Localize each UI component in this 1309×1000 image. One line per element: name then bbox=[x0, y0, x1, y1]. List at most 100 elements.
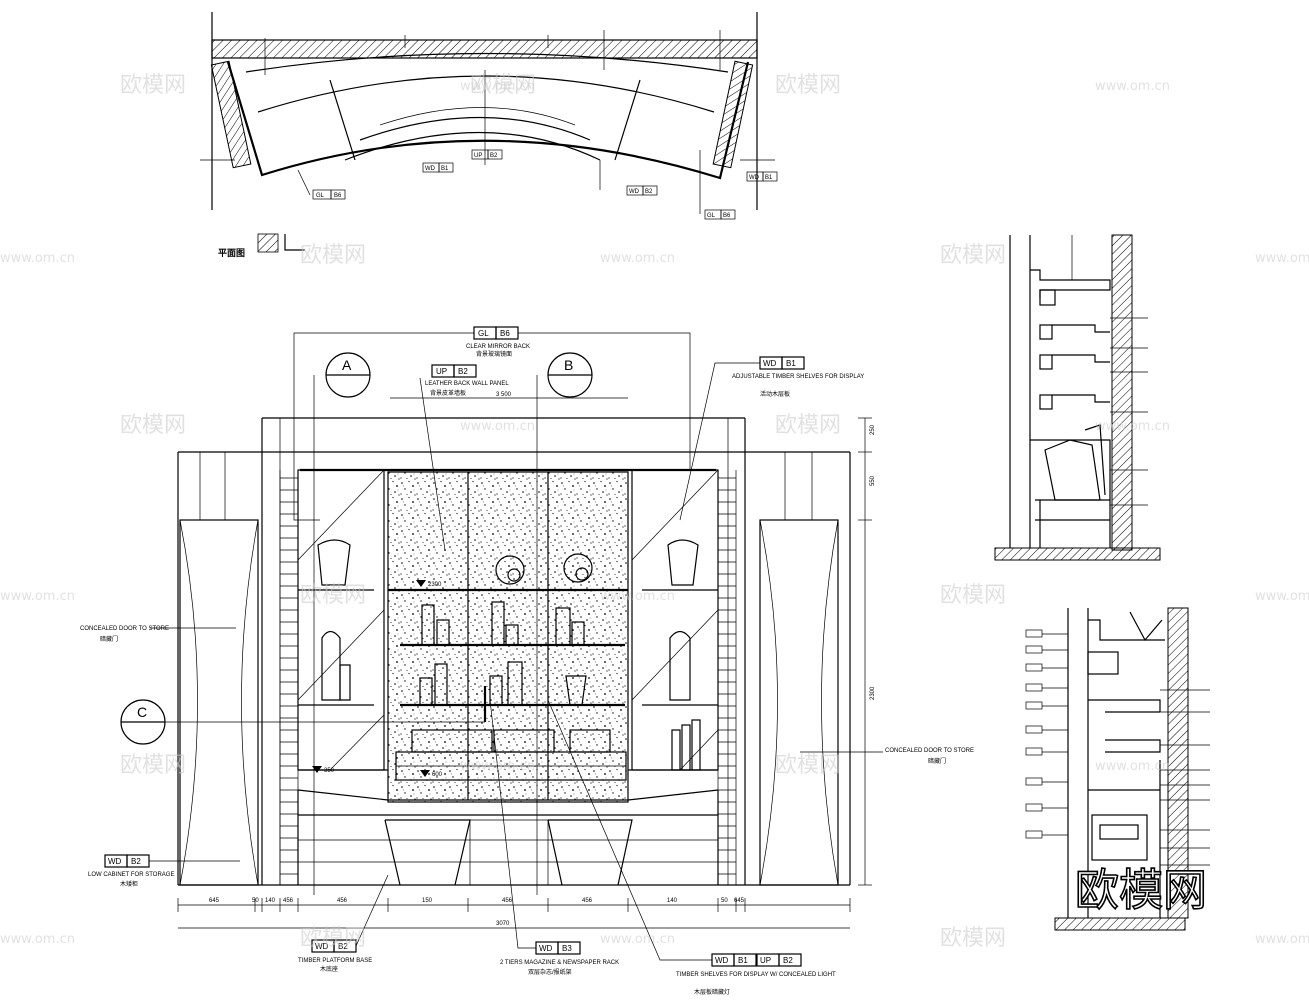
callout-code: WD bbox=[539, 944, 553, 953]
callout-note-cn: 背景玻璃镜面 bbox=[476, 350, 512, 358]
watermark-url: www.om.cn bbox=[600, 251, 675, 266]
callout-note-cn: 活动木层板 bbox=[760, 390, 790, 398]
plan-tag-num: B6 bbox=[334, 193, 342, 199]
plan-tag-num: B1 bbox=[765, 175, 773, 181]
dim-bottom-label: 456 bbox=[337, 898, 348, 904]
watermark-logo: 欧模网 bbox=[300, 243, 366, 268]
watermark-url: www.om.cn bbox=[1095, 759, 1170, 774]
watermark-logo: 欧模网 bbox=[775, 73, 841, 98]
watermark-url: www.om.cn bbox=[0, 251, 75, 266]
door-left-text: CONCEALED DOOR TO STORE bbox=[80, 626, 169, 632]
dimension-right: 250 550 2300 bbox=[858, 417, 876, 886]
watermark-logo: 欧模网 bbox=[940, 926, 1006, 951]
section-detail-2 bbox=[1025, 607, 1210, 931]
callout-note: 2 TIERS MAGAZINE & NEWSPAPER RACK bbox=[500, 960, 619, 966]
watermark-logo: 欧模网 bbox=[300, 926, 366, 951]
dim-bottom-label: 456 bbox=[502, 898, 513, 904]
plan-tag-num: B1 bbox=[441, 166, 449, 172]
callout-code: UP bbox=[760, 956, 771, 965]
watermark-logo: 欧模网 bbox=[470, 73, 536, 98]
watermark-url: www.om.cn bbox=[1255, 589, 1309, 604]
plan-tag-wd-right: WD B1 bbox=[746, 171, 778, 182]
callout-num: B1 bbox=[786, 359, 796, 368]
dim-bottom-label: 645 bbox=[209, 898, 220, 904]
watermark-logo: 欧模网 bbox=[120, 753, 186, 778]
watermark-url: www.om.cn bbox=[1255, 932, 1309, 947]
callout-note-cn: 木矮柜 bbox=[120, 880, 138, 888]
door-right-text: CONCEALED DOOR TO STORE bbox=[885, 748, 974, 754]
callout-note-cn: 背景皮革墙板 bbox=[430, 389, 466, 397]
watermark-url: www.om.cn bbox=[1255, 251, 1309, 266]
label-concealed-door-left: CONCEALED DOOR TO STORE 暗藏门 bbox=[80, 626, 236, 643]
plan-tag-num: B6 bbox=[723, 213, 731, 219]
dim-bottom-label: 140 bbox=[667, 898, 678, 904]
door-left-cn: 暗藏门 bbox=[100, 635, 118, 643]
plan-view: GL B6 UP B2 WD B1 WD B2 WD B1 GL B6 bbox=[200, 12, 778, 258]
callout-code: UP bbox=[436, 367, 447, 376]
plan-tag-code: GL bbox=[707, 213, 716, 219]
plan-tag-up: UP B2 bbox=[471, 149, 503, 160]
plan-tag-code: GL bbox=[316, 193, 325, 199]
bubble-letter: B bbox=[564, 357, 573, 373]
watermark-url: www.om.cn bbox=[0, 932, 75, 947]
callout-num: B6 bbox=[500, 329, 510, 338]
watermark-url: www.om.cn bbox=[0, 589, 75, 604]
plan-tag-gl-left: GL B6 bbox=[312, 189, 346, 200]
callout-note: LOW CABINET FOR STORAGE bbox=[88, 872, 174, 878]
watermark-url: www.om.cn bbox=[460, 419, 535, 434]
dim-right-label: 2300 bbox=[870, 686, 876, 700]
callout-note: TIMBER PLATFORM BASE bbox=[298, 958, 372, 964]
callout-note: LEATHER BACK WALL PANEL bbox=[425, 381, 509, 387]
callout-note: TIMBER SHELVES FOR DISPLAY W/ CONCEALED … bbox=[676, 972, 836, 978]
callout-num: B1 bbox=[738, 956, 748, 965]
watermark-url: www.om.cn bbox=[1095, 419, 1170, 434]
callout-up-b2: UP B2 LEATHER BACK WALL PANEL 背景皮革墙板 bbox=[419, 364, 509, 551]
plan-tag-num: B2 bbox=[490, 153, 498, 159]
plan-tag-wd-left: WD B2 bbox=[626, 185, 658, 196]
front-elevation: 2300 350 600 A B C bbox=[80, 326, 974, 996]
level-value: 600 bbox=[432, 772, 443, 778]
dim-label-top: 3 500 bbox=[496, 392, 512, 398]
plan-tag-code: WD bbox=[425, 166, 436, 172]
dim-bottom-label: 456 bbox=[582, 898, 593, 904]
brick-pilaster-left bbox=[279, 470, 299, 885]
watermark-url: www.om.cn bbox=[600, 589, 675, 604]
callout-wd-b2-left: WD B2 LOW CABINET FOR STORAGE 木矮柜 bbox=[88, 854, 240, 888]
level-marker-2300: 2300 bbox=[416, 580, 442, 588]
watermark-logo: 欧模网 bbox=[120, 413, 186, 438]
section-bubble-b: B bbox=[536, 352, 593, 895]
section-bubble-c: C bbox=[120, 686, 487, 745]
watermark-url: www.om.cn bbox=[460, 759, 535, 774]
brick-pilaster-right bbox=[717, 470, 737, 885]
callout-code: WD bbox=[315, 942, 329, 951]
level-marker-350: 350 bbox=[312, 766, 335, 774]
plan-tag-gl-right: GL B6 bbox=[704, 209, 736, 220]
dim-right-label: 250 bbox=[870, 424, 876, 435]
section-bubble-a: A bbox=[313, 352, 371, 895]
plan-tag-wd-mid: WD B1 bbox=[422, 162, 454, 173]
callout-code: WD bbox=[763, 359, 777, 368]
bubble-letter: C bbox=[137, 704, 147, 720]
watermark-url: www.om.cn bbox=[600, 932, 675, 947]
callout-wd-b3-mag: WD B3 2 TIERS MAGAZINE & NEWSPAPER RACK … bbox=[489, 699, 619, 976]
callout-wd-b1-shelf: WD B1 UP B2 TIMBER SHELVES FOR DISPLAY W… bbox=[547, 699, 836, 996]
label-concealed-door-right: CONCEALED DOOR TO STORE 暗藏门 bbox=[800, 748, 974, 765]
callout-wd-b2-base: WD B2 TIMBER PLATFORM BASE 木底座 bbox=[298, 874, 389, 973]
door-right-cn: 暗藏门 bbox=[928, 757, 946, 765]
callout-note-cn: 木层板暗藏灯 bbox=[694, 988, 730, 996]
watermark-logo: 欧模网 bbox=[120, 73, 186, 98]
callout-note-cn: 双层杂志/报纸架 bbox=[528, 968, 572, 976]
level-marker-600: 600 bbox=[420, 770, 443, 778]
callout-code: WD bbox=[715, 956, 729, 965]
dim-right-label: 550 bbox=[870, 475, 876, 486]
plan-tag-code: WD bbox=[629, 189, 640, 195]
callout-num: B3 bbox=[562, 944, 572, 953]
plan-tag-code: WD bbox=[749, 175, 760, 181]
callout-note: ADJUSTABLE TIMBER SHELVES FOR DISPLAY bbox=[732, 374, 864, 380]
level-value: 350 bbox=[324, 768, 335, 774]
dim-bottom-label: 150 bbox=[422, 898, 433, 904]
dim-bottom-label: 140 bbox=[265, 898, 276, 904]
